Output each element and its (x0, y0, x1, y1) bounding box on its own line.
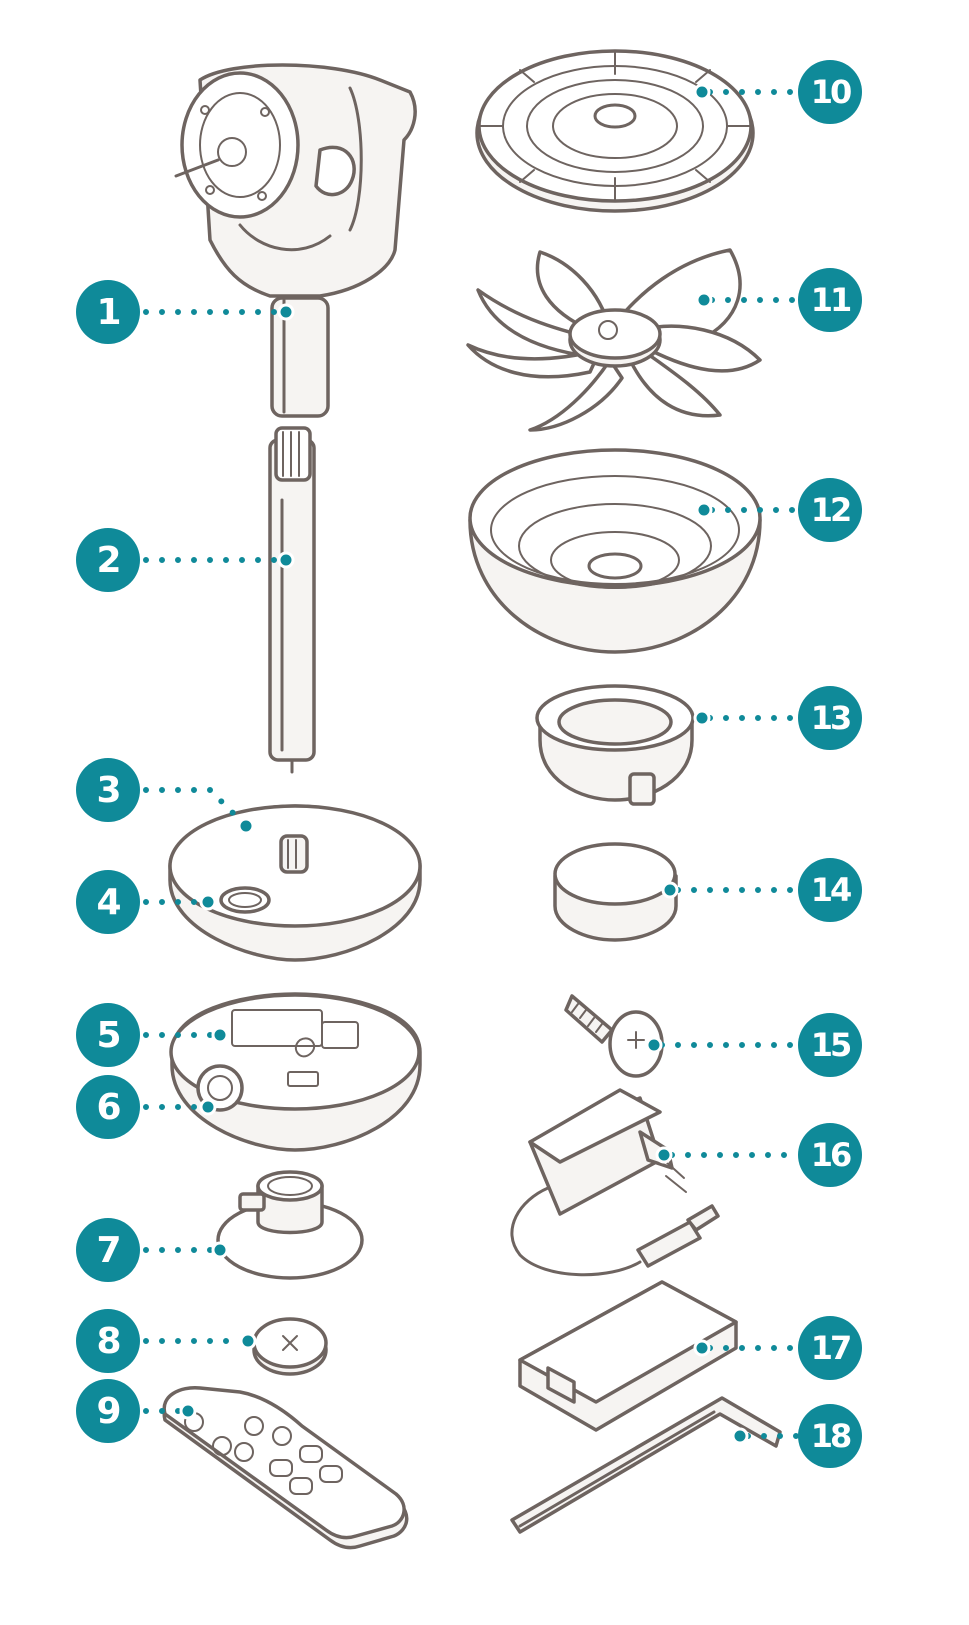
battery-pack (518, 1280, 738, 1432)
callout-15: 15 (798, 1013, 862, 1077)
grille-lock-ring (535, 684, 695, 806)
fan-head (174, 63, 417, 418)
base-top (168, 804, 422, 962)
callout-14: 14 (798, 858, 862, 922)
spinner-cap (553, 842, 678, 942)
remote-control (162, 1386, 409, 1550)
callout-17: 17 (798, 1316, 862, 1380)
upper-pole (268, 426, 316, 774)
callout-2: 2 (76, 528, 140, 592)
callout-5: 5 (76, 1003, 140, 1067)
power-adapter (510, 1088, 720, 1277)
fan-blade (466, 248, 762, 432)
screw (564, 994, 664, 1078)
callout-1: 1 (76, 280, 140, 344)
callout-4: 4 (76, 870, 140, 934)
leader-lines (143, 83, 803, 1445)
callout-8: 8 (76, 1309, 140, 1373)
callout-13: 13 (798, 686, 862, 750)
callout-9: 9 (76, 1379, 140, 1443)
callout-16: 16 (798, 1123, 862, 1187)
callout-18: 18 (798, 1404, 862, 1468)
callout-10: 10 (798, 60, 862, 124)
rear-grille (468, 448, 762, 654)
callout-6: 6 (76, 1075, 140, 1139)
callout-12: 12 (798, 478, 862, 542)
base-pad (219, 886, 271, 914)
callout-11: 11 (798, 268, 862, 332)
callout-3: 3 (76, 758, 140, 822)
hex-key (510, 1396, 782, 1534)
callout-7: 7 (76, 1218, 140, 1282)
front-grille (475, 49, 755, 213)
coin-battery (252, 1317, 328, 1376)
pole-clamp (216, 1170, 364, 1280)
